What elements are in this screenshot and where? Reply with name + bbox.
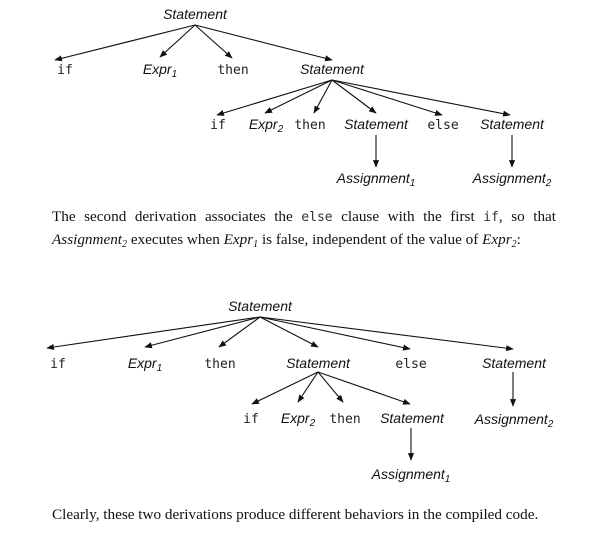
tree2-assignment1-node: Assignment1 [371,466,451,485]
tree2-edge-root-then [218,316,261,348]
tree2-edges [46,316,517,461]
tree2-statement-node: Statement [286,355,351,371]
tree2-edge-inner-if [251,371,319,405]
tree1-edge-inner-statement [331,79,377,114]
keyword-if: if [483,210,499,225]
tree1-edge-inner-then [313,79,333,114]
expr1-term: Expr1 [223,231,259,250]
tree2-edge-inner-then [317,371,344,403]
tree1-assignment2-node: Assignment2 [472,170,552,189]
tree2-edge-inner-expr [297,371,319,403]
tree1-expr-node: Expr1 [143,61,177,80]
tree2-edge-inner-statement [317,371,411,405]
expr2-term: Expr2 [482,231,517,250]
keyword-else: else [301,210,333,225]
tree1-assignment1-node: Assignment1 [336,170,416,189]
assignment-term: Assignment2 [52,231,128,250]
tree2-inner-expr-node: Expr2 [281,410,316,429]
tree1-inner-expr-node: Expr2 [249,116,284,135]
parse-tree-2: Statement if Expr1 then Statement else S… [46,298,554,485]
tree2-then-node: then [204,357,235,372]
tree1-edges [54,24,516,168]
tree1-edge-inner-expr [264,79,333,114]
tree2-edge-root-expr [144,316,261,349]
tree1-edge-root-if [54,24,196,62]
tree1-inner-if-node: if [210,118,226,133]
tree2-edge-root-statement [259,316,319,348]
tree2-edge-root-if [46,316,261,351]
tree1-edge-root-then [194,24,233,59]
tree1-edge-inner-statement2 [331,79,511,117]
tree2-inner-statement-node: Statement [380,410,445,426]
tree1-then-node: then [217,63,248,78]
tree2-edge-root-statement2 [259,316,514,352]
tree1-edge-root-statement [194,24,333,62]
tree2-inner-if-node: if [243,412,259,427]
tree2-inner-then-node: then [329,412,360,427]
tree1-edge-inner-if [216,79,333,116]
tree1-root-node: Statement [163,6,228,22]
tree1-edge-inner-else [331,79,443,116]
tree2-statement2-node: Statement [482,355,547,371]
tree1-statement-node: Statement [300,61,365,77]
tree2-if-node: if [50,357,66,372]
tree1-inner-else-node: else [427,118,458,133]
tree2-assignment2-node: Assignment2 [474,411,554,430]
conclusion-paragraph: Clearly, these two derivations produce d… [52,506,539,523]
tree1-inner-statement2-node: Statement [480,116,545,132]
tree1-if-node: if [57,63,73,78]
tree2-else-node: else [395,357,426,372]
explanation-paragraph-1: The second derivation associates the els… [52,208,557,250]
tree2-expr-node: Expr1 [128,355,162,374]
tree1-edge-root-expr [159,24,196,58]
parse-tree-1: Statement if Expr1 then Statement if Exp… [54,6,552,189]
tree1-inner-statement-node: Statement [344,116,409,132]
tree2-edge-root-else [259,316,411,351]
tree1-inner-then-node: then [294,118,325,133]
tree2-root-node: Statement [228,298,293,314]
